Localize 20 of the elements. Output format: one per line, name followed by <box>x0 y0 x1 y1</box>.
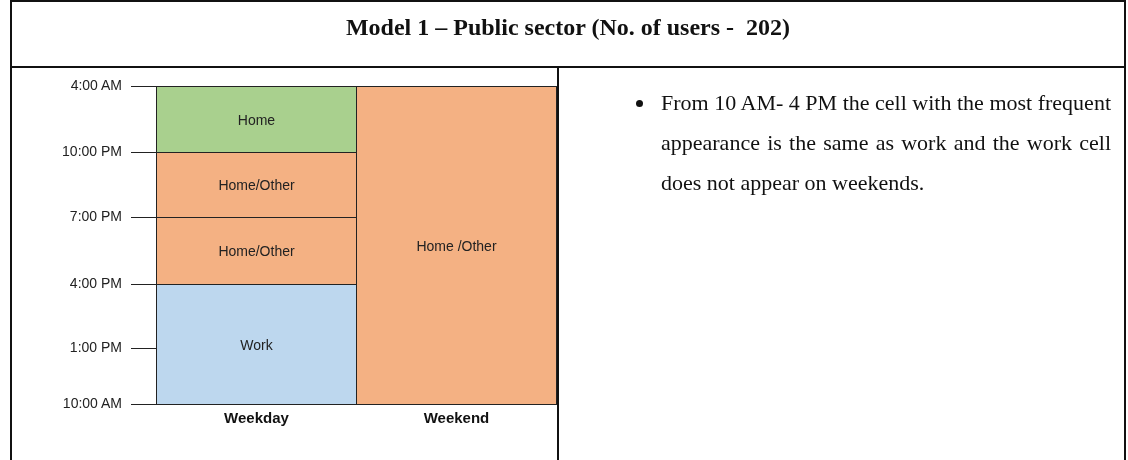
time-block <box>156 284 357 405</box>
time-label: 10:00 PM <box>61 143 122 159</box>
time-label: 10:00 AM <box>61 395 122 411</box>
block-label: Home <box>237 111 276 128</box>
time-label: 4:00 PM <box>68 275 122 291</box>
time-label: 7:00 PM <box>68 208 122 224</box>
time-block <box>356 86 557 405</box>
bullet-text: From 10 AM- 4 PM the cell with the most frequent appearance is the same as work and the work cell does not appear on weekends. <box>661 89 1111 197</box>
block-label: Home /Other <box>416 237 497 254</box>
time-block <box>156 217 357 285</box>
category-label: Weekend <box>422 409 491 426</box>
category-label: Weekday <box>223 409 290 426</box>
time-block <box>156 86 357 153</box>
block-label: Home/Other <box>218 177 295 193</box>
table-title: Model 1 – Public sector (No. of users - 202) <box>344 14 792 41</box>
time-label: 1:00 PM <box>68 339 122 355</box>
block-label: Work <box>240 336 273 353</box>
time-label: 4:00 AM <box>69 77 122 93</box>
block-label: Home/Other <box>218 243 295 259</box>
time-block <box>156 152 357 218</box>
